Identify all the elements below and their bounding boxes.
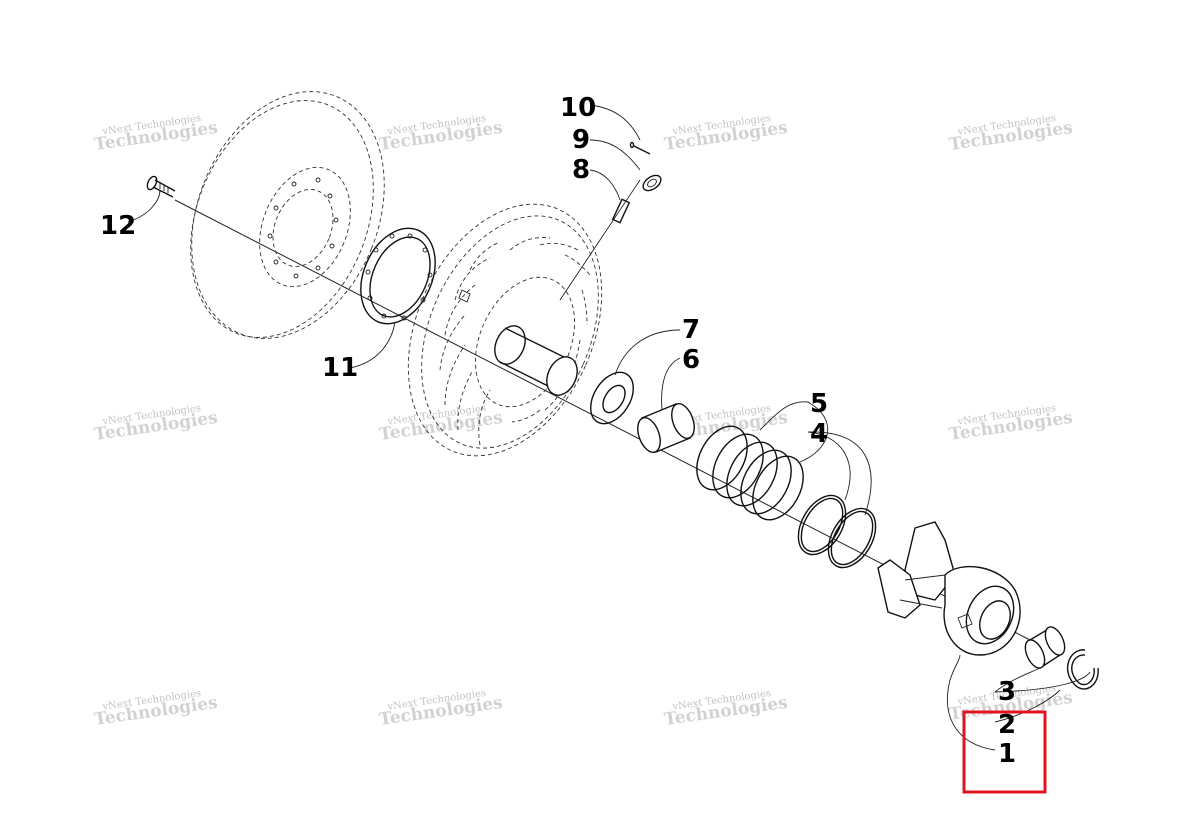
watermark-r3c2: Technologies vNext Technologies (378, 688, 504, 730)
part-8-pin (611, 198, 631, 224)
callout-3: 3 (998, 677, 1016, 707)
part-4-rings (797, 494, 877, 569)
part-3-snap-ring (1066, 649, 1099, 690)
part-1-spider (877, 521, 1021, 656)
watermark-r3c3: Technologies vNext Technologies (663, 688, 789, 730)
part-9-roller (642, 174, 662, 192)
callout-8: 8 (572, 155, 590, 185)
callout-7: 7 (682, 315, 700, 345)
watermark-r1c4: Technologies vNext Technologies (948, 113, 1074, 155)
part-10-pin (629, 141, 651, 155)
part-5-spring (696, 425, 804, 521)
watermark-r2c1: Technologies vNext Technologies (93, 403, 219, 445)
fixed-sheave-disc (190, 91, 385, 339)
callouts: 10 9 8 12 11 7 6 5 4 3 2 1 (100, 93, 1016, 769)
pin-axis (559, 179, 641, 301)
callout-9: 9 (572, 125, 590, 155)
leader-lines (127, 104, 1091, 751)
watermark-r1c1: Technologies vNext Technologies (93, 113, 219, 155)
watermark-r2c2: Technologies vNext Technologies (378, 403, 504, 445)
highlight-box (962, 710, 1047, 794)
watermark-r2c4: Technologies vNext Technologies (948, 403, 1074, 445)
part-2-bushing (1024, 626, 1066, 670)
part-11-gasket (360, 227, 436, 325)
watermarks: Technologies vNext Technologies Technolo… (93, 113, 1074, 730)
watermark-r1c2: Technologies vNext Technologies (378, 113, 504, 155)
callout-5: 5 (810, 389, 828, 419)
part-6-bushing (637, 403, 695, 453)
callout-6: 6 (682, 345, 700, 375)
movable-sheave (407, 203, 603, 457)
callout-10: 10 (560, 93, 596, 123)
callout-12: 12 (100, 211, 136, 241)
part-12-bolt (146, 175, 176, 198)
watermark-r3c1: Technologies vNext Technologies (93, 688, 219, 730)
part-7-washer (590, 371, 634, 425)
callout-11: 11 (322, 353, 358, 383)
watermark-r1c3: Technologies vNext Technologies (663, 113, 789, 155)
callout-1: 1 (998, 739, 1016, 769)
callout-4: 4 (810, 419, 828, 449)
callout-2: 2 (998, 710, 1016, 740)
